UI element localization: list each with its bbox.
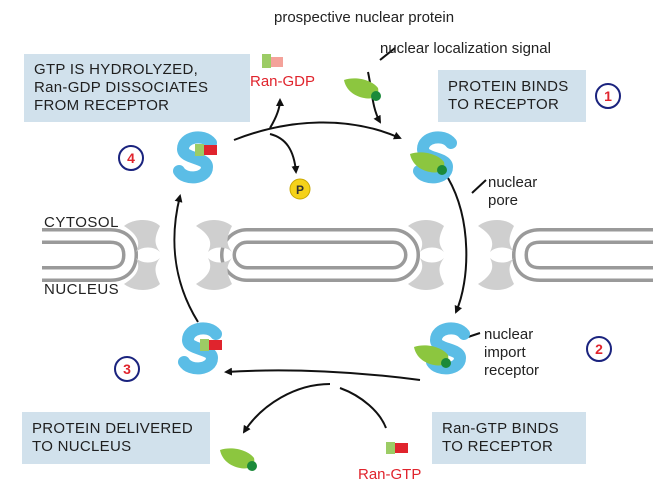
step-marker-2: 2: [586, 336, 612, 362]
nuclear-pore-complexes: [124, 220, 514, 290]
nls-label: nuclear localization signal: [380, 40, 551, 57]
step4-description: GTP IS HYDROLYZED, Ran-GDP DISSOCIATES F…: [24, 54, 250, 122]
ran-gtp-molecule: [386, 442, 408, 454]
phosphate: P: [289, 178, 311, 200]
ran-gdp-molecule: [262, 54, 283, 68]
delivered-protein-molecule: [220, 448, 257, 471]
step1-description: PROTEIN BINDS TO RECEPTOR: [438, 70, 586, 122]
prospective-protein-molecule: [344, 78, 381, 101]
step-marker-4: 4: [118, 145, 144, 171]
cytosol-label: CYTOSOL: [44, 214, 119, 231]
ran-gdp-label: Ran-GDP: [250, 73, 316, 90]
nucleus-label: NUCLEUS: [44, 281, 120, 298]
phosphate-label: P: [296, 183, 304, 197]
receptor-step3: [184, 328, 222, 368]
import-receptor-label: nuclear import receptor: [484, 326, 540, 379]
nuclear-envelope: [42, 228, 653, 282]
receptor-step1: [410, 137, 451, 177]
receptor-step2: [414, 328, 464, 368]
step-marker-3: 3: [114, 356, 140, 382]
receptor-step4: [179, 137, 217, 177]
prospective-protein-label: prospective nuclear protein: [274, 9, 455, 26]
nuclear-pore-label: nuclear pore: [488, 174, 538, 209]
ran-gtp-label: Ran-GTP: [358, 466, 422, 483]
step3-description: PROTEIN DELIVERED TO NUCLEUS: [22, 412, 210, 464]
step-marker-1: 1: [595, 83, 621, 109]
step2-description: Ran-GTP BINDS TO RECEPTOR: [432, 412, 586, 464]
